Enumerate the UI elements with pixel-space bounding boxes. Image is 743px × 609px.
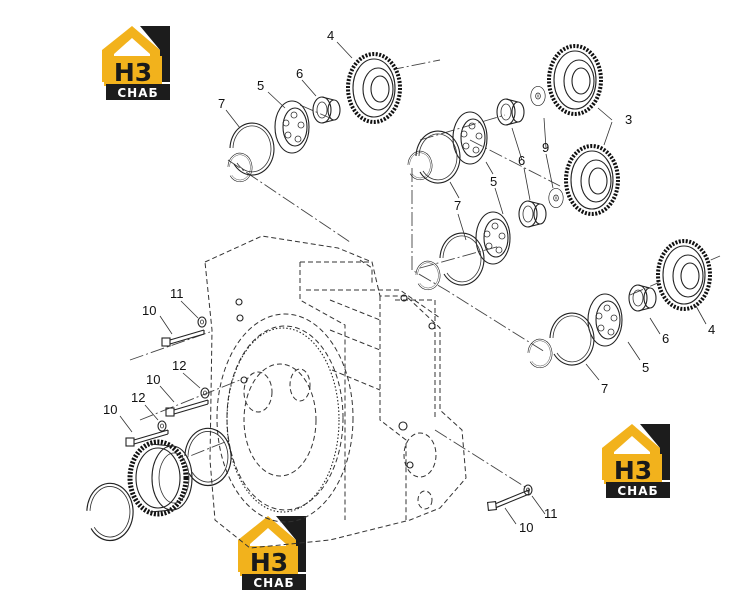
callout-labels: 4 5 6 7 3 9 6 5 7 4 6 5 7 11 10 12 10 12… xyxy=(103,28,715,535)
callout-11-right: 11 xyxy=(544,506,558,521)
callout-6-top: 6 xyxy=(296,66,303,81)
svg-text:СНАБ: СНАБ xyxy=(617,484,658,498)
callout-10-d: 10 xyxy=(519,520,533,535)
callout-10-c: 10 xyxy=(103,402,117,417)
bushing-6-mid-lower xyxy=(518,200,547,228)
gear-4-upper xyxy=(346,52,402,124)
svg-text:СНАБ: СНАБ xyxy=(117,86,158,100)
bearing-5-lower xyxy=(587,293,623,347)
svg-text:H3: H3 xyxy=(614,456,652,485)
bushing-6-upper xyxy=(312,96,341,124)
snap-ring-7-mid-upper xyxy=(415,130,461,184)
snap-ring-7-lower xyxy=(549,312,595,366)
snap-ring-large-lower xyxy=(184,427,232,487)
bolt-10-a xyxy=(161,329,205,347)
watermark-logo-top-left: H3 СНАБ xyxy=(102,26,170,100)
callout-5-top: 5 xyxy=(257,78,264,93)
callout-12-lower: 12 xyxy=(131,390,145,405)
watermark-logo-bottom: H3 СНАБ xyxy=(238,516,306,590)
gear-3-lower xyxy=(564,144,620,216)
callout-5-lower: 5 xyxy=(642,360,649,375)
snap-ring-7-mid-upper-small xyxy=(407,150,433,181)
svg-text:СНАБ: СНАБ xyxy=(253,576,294,590)
callout-6-mid: 6 xyxy=(518,153,525,168)
snap-ring-large-bottom xyxy=(86,482,134,542)
callout-7-lower: 7 xyxy=(601,381,608,396)
callout-4-top: 4 xyxy=(327,28,334,43)
watermark-logo-right: H3 СНАБ xyxy=(602,424,670,498)
transmission-housing xyxy=(204,235,467,549)
ring-gear xyxy=(127,439,193,517)
callout-6-lower: 6 xyxy=(662,331,669,346)
callout-10-a: 10 xyxy=(142,303,156,318)
snap-ring-7-upper-small xyxy=(227,152,253,183)
washer-11-a xyxy=(197,316,207,328)
gear-4-lower xyxy=(656,239,712,311)
gear-3-upper xyxy=(547,44,603,116)
bolt-10-d xyxy=(486,489,531,511)
bushing-6-mid-upper xyxy=(496,98,525,126)
bearing-5-upper xyxy=(274,100,310,154)
bearing-5-mid-upper xyxy=(452,111,488,165)
snap-ring-7-lower-small xyxy=(527,338,553,369)
callout-12-upper: 12 xyxy=(172,358,186,373)
callout-5-mid: 5 xyxy=(490,174,497,189)
bushing-6-lower xyxy=(628,284,657,312)
leader-lines xyxy=(119,41,707,525)
svg-text:H3: H3 xyxy=(250,548,288,577)
snap-ring-7-mid-lower xyxy=(439,232,485,286)
callout-3: 3 xyxy=(625,112,632,127)
callout-10-b: 10 xyxy=(146,372,160,387)
spacer-9-lower xyxy=(548,188,564,208)
callout-9: 9 xyxy=(542,140,549,155)
callout-4-lower: 4 xyxy=(708,322,715,337)
callout-7-top: 7 xyxy=(218,96,225,111)
washer-12-b xyxy=(157,420,167,432)
svg-text:H3: H3 xyxy=(114,58,152,87)
spacer-9-upper xyxy=(530,86,546,106)
callout-7-mid: 7 xyxy=(454,198,461,213)
callout-11-left: 11 xyxy=(170,286,184,301)
bolt-10-b xyxy=(165,399,209,417)
